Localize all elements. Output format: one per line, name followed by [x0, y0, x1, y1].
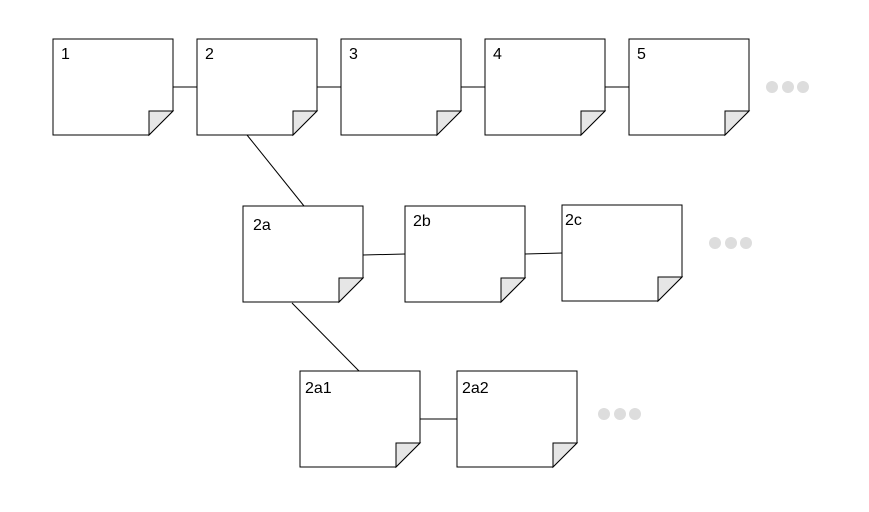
note-1[interactable]: 1 [52, 38, 175, 137]
note-label: 2a [253, 217, 271, 234]
note-label: 4 [493, 46, 502, 63]
ellipsis-dot [766, 81, 778, 93]
ellipsis-dot [725, 237, 737, 249]
note-fold [552, 442, 579, 469]
connector-2-2a [246, 134, 305, 207]
note-fold [436, 110, 463, 137]
note-label: 2b [413, 213, 431, 230]
note-fold [580, 110, 607, 137]
note-fold [657, 276, 684, 303]
connectors [173, 86, 629, 420]
note-label: 2a2 [462, 380, 489, 397]
note-fold [724, 110, 751, 137]
note-2c[interactable]: 2c [561, 204, 684, 303]
ellipsis-dot [709, 237, 721, 249]
note-fold [395, 442, 422, 469]
note-label: 2 [205, 46, 214, 63]
note-label: 5 [637, 46, 646, 63]
note-label: 2c [565, 212, 582, 229]
note-2a2[interactable]: 2a2 [456, 370, 579, 469]
note-label: 2a1 [305, 380, 332, 397]
note-fold [148, 110, 175, 137]
ellipsis-icon [598, 408, 641, 420]
ellipsis-icon [709, 237, 752, 249]
ellipsis-dot [598, 408, 610, 420]
ellipsis-dot [629, 408, 641, 420]
note-4[interactable]: 4 [484, 38, 607, 137]
note-5[interactable]: 5 [628, 38, 751, 137]
ellipsis-dot [740, 237, 752, 249]
connector-2a-2b [362, 253, 406, 256]
ellipsis-dot [614, 408, 626, 420]
ellipsis-dot [797, 81, 809, 93]
note-label: 1 [61, 46, 70, 63]
note-label: 3 [349, 46, 358, 63]
note-fold [292, 110, 319, 137]
ellipsis-dot [782, 81, 794, 93]
note-2a[interactable]: 2a [242, 205, 365, 304]
note-2a1[interactable]: 2a1 [299, 370, 422, 469]
note-3[interactable]: 3 [340, 38, 463, 137]
note-2b[interactable]: 2b [404, 205, 527, 304]
connector-2b-2c [524, 252, 563, 255]
note-fold [500, 277, 527, 304]
note-fold [338, 277, 365, 304]
connector-2a-2a1 [291, 302, 360, 372]
ellipsis-icon [766, 81, 809, 93]
note-2[interactable]: 2 [196, 38, 319, 137]
